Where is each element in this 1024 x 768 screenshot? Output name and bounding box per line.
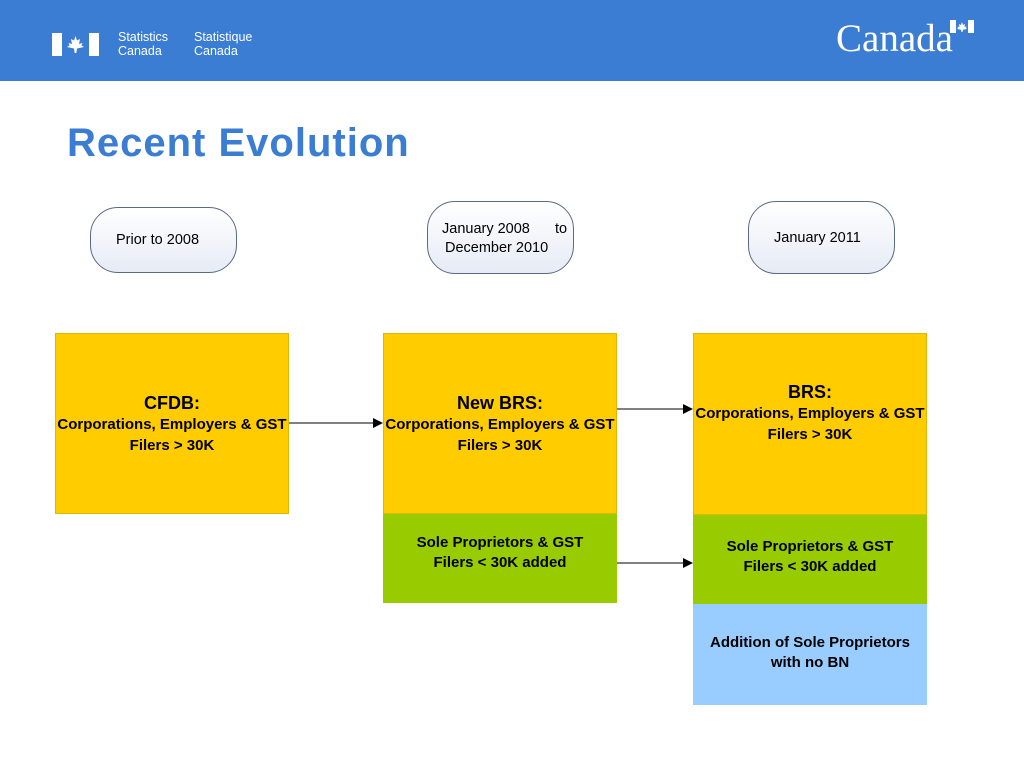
wordmark-flag-icon	[950, 20, 974, 33]
period-2008-2010-to: to	[555, 221, 568, 237]
cfdb-description: Corporations, Employers & GST Filers > 3…	[57, 416, 287, 454]
period-prior-2008: Prior to 2008	[90, 207, 237, 273]
brs-sole-proprietors-box: Sole Proprietors & GST Filers < 30K adde…	[693, 515, 927, 604]
brs-no-bn-box: Addition of Sole Proprietors with no BN	[693, 604, 927, 705]
brs-no-bn-text: Addition of Sole Proprietors with no BN	[709, 633, 910, 671]
header-bar: Statistics Canada Statistique Canada Can…	[0, 0, 1024, 81]
new-brs-box: New BRS: Corporations, Employers & GST F…	[383, 333, 617, 514]
period-prior-2008-label: Prior to 2008	[116, 232, 200, 248]
new-brs-sole-proprietors-box: Sole Proprietors & GST Filers < 30K adde…	[383, 514, 617, 603]
agency-en-line2: Canada	[118, 44, 162, 58]
brs-description: Corporations, Employers & GST Filers > 3…	[695, 405, 925, 443]
new-brs-heading: New BRS:	[456, 393, 543, 413]
canada-wordmark: Canada	[836, 17, 953, 60]
brs-sole-proprietors-text: Sole Proprietors & GST Filers < 30K adde…	[726, 537, 894, 575]
agency-fr-line2: Canada	[194, 44, 238, 58]
agency-name-fr: Statistique Canada	[194, 30, 252, 58]
brs-heading: BRS:	[788, 382, 832, 402]
period-2008-2010-start: January 2008	[442, 221, 530, 237]
agency-name-en: Statistics Canada	[118, 30, 168, 58]
period-2008-2010: January 2008 to December 2010	[427, 201, 574, 274]
brs-box: BRS: Corporations, Employers & GST Filer…	[693, 333, 927, 515]
new-brs-sole-proprietors-text: Sole Proprietors & GST Filers < 30K adde…	[416, 533, 584, 571]
new-brs-description: Corporations, Employers & GST Filers > 3…	[385, 416, 615, 454]
canada-flag-icon	[52, 33, 99, 56]
cfdb-heading: CFDB:	[144, 393, 200, 413]
period-2011-label: January 2011	[774, 230, 861, 246]
agency-en-line1: Statistics	[118, 30, 169, 44]
period-2011: January 2011	[748, 201, 895, 274]
period-2008-2010-end: December 2010	[445, 240, 549, 256]
agency-fr-line1: Statistique	[194, 30, 253, 44]
slide-title: Recent Evolution	[67, 121, 410, 165]
cfdb-box: CFDB: Corporations, Employers & GST File…	[55, 333, 289, 514]
